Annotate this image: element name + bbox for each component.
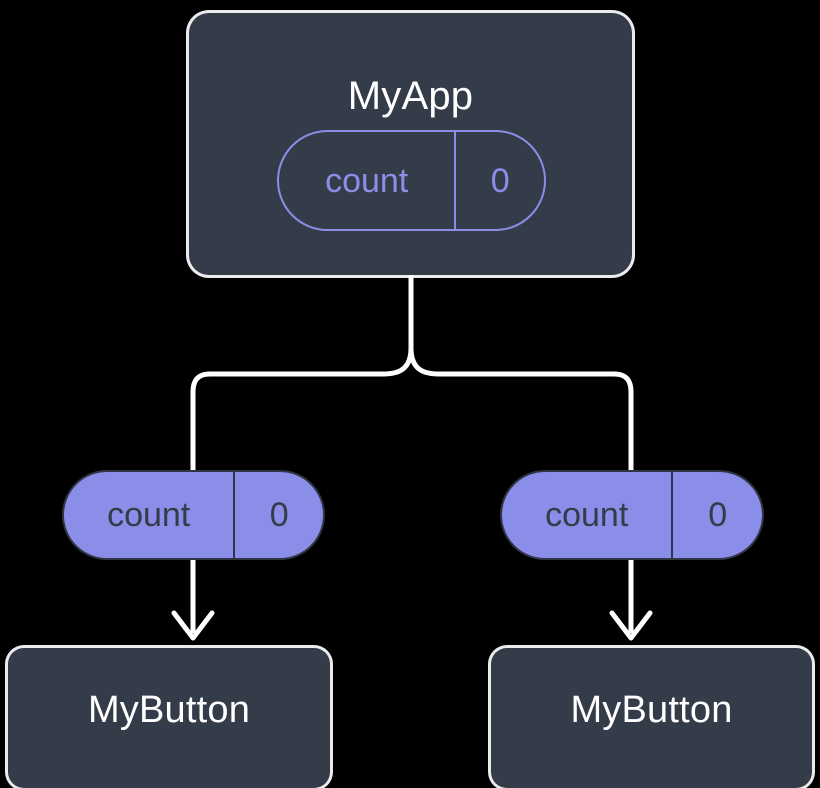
prop-pill-left[interactable]: count 0 <box>62 470 325 560</box>
prop-pill-key: count <box>545 496 629 534</box>
component-label-mybutton-right: MyButton <box>570 689 733 731</box>
state-pill-value: 0 <box>454 132 544 229</box>
prop-pill-key: count <box>107 496 191 534</box>
prop-pill-value: 0 <box>671 472 762 558</box>
component-node-mybutton-left[interactable]: MyButton <box>8 648 330 788</box>
arrow-head-right <box>609 610 653 641</box>
component-node-mybutton-right[interactable]: MyButton <box>491 648 812 788</box>
arrow-head-left <box>171 610 215 641</box>
state-pill-key: count <box>325 161 409 200</box>
state-pill-myapp[interactable]: count 0 <box>277 130 546 231</box>
component-node-myapp[interactable]: MyApp <box>189 13 632 275</box>
connector-fork-path <box>190 272 414 473</box>
diagram-canvas: MyApp count 0 count 0 count 0 MyButton M… <box>8 13 812 788</box>
component-label-mybutton-left: MyButton <box>87 689 251 731</box>
prop-pill-right[interactable]: count 0 <box>500 470 764 560</box>
component-label-myapp: MyApp <box>347 74 474 118</box>
prop-pill-value: 0 <box>233 472 323 558</box>
connector-fork-path-right <box>408 272 634 473</box>
